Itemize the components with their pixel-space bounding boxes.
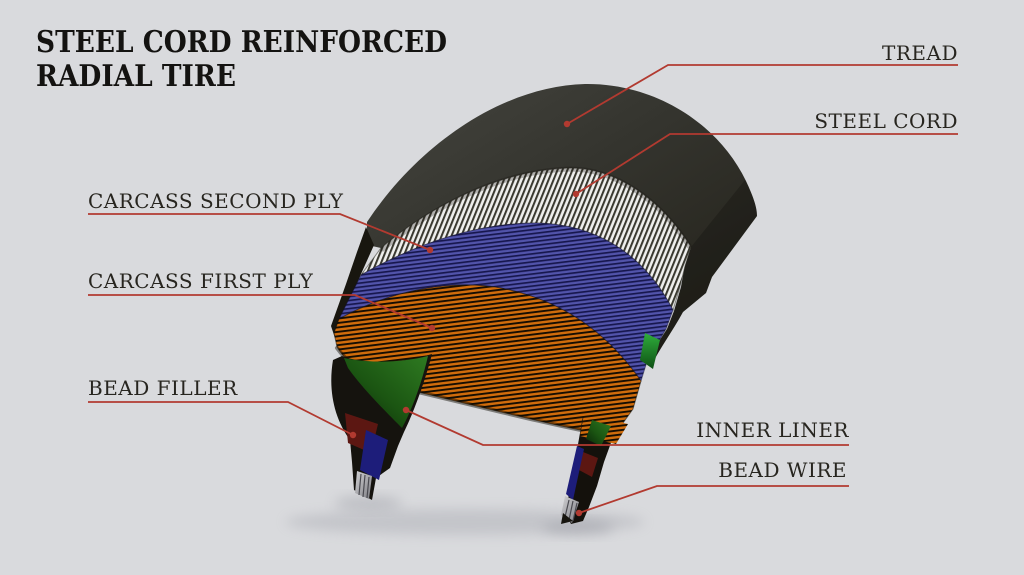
right-bead-blue-wrap — [566, 446, 584, 500]
bead-wire-leader-dot — [575, 509, 583, 517]
bead-filler-leader-line — [88, 401, 354, 436]
page-title-line1: STEEL CORD REINFORCED — [36, 25, 448, 60]
inner-liner-leader-dot — [402, 406, 410, 414]
inner-liner-leader-line — [405, 409, 849, 446]
steel-cord-shadow-under-tread — [380, 166, 692, 252]
label-bead-wire: BEAD WIRE — [718, 458, 847, 482]
bead-wire-leader-line — [578, 485, 849, 514]
bead-wire-left-strands — [358, 473, 370, 499]
label-bead-filler: BEAD FILLER — [88, 376, 238, 400]
label-carcass-second-ply: CARCASS SECOND PLY — [88, 189, 344, 213]
page-title-line2: RADIAL TIRE — [36, 59, 236, 94]
label-tread: TREAD — [882, 41, 958, 65]
tread-layer-shape — [367, 83, 757, 366]
right-bead-section — [561, 414, 628, 524]
tread-leader-dot — [563, 120, 571, 128]
bead-filler-right-shape — [579, 452, 598, 477]
carcass-first-ply-leader-dot — [428, 324, 436, 332]
label-steel-cord: STEEL CORD — [814, 109, 958, 133]
left-bead-section — [331, 354, 432, 500]
bead-wire-right-strands — [564, 499, 578, 522]
inner-liner-right-sliver — [640, 333, 660, 369]
left-bead-blue-wrap — [360, 430, 388, 480]
tread-sidewall-flank-shade — [651, 180, 757, 366]
leader-lines — [88, 64, 958, 514]
leader-dots — [349, 120, 583, 517]
bead-wire-right-tip — [561, 513, 573, 524]
steel-cord-leader-dot — [572, 190, 580, 198]
ground-shadow — [285, 496, 645, 535]
sidewall-rubber-edge — [331, 227, 374, 338]
steel-cord-leader-line — [575, 133, 958, 195]
carcass-first-ply-leader-line — [88, 294, 433, 329]
inner-liner-right-leg — [586, 420, 611, 446]
carcass-second-ply-leader-line — [88, 213, 431, 251]
label-carcass-first-ply: CARCASS FIRST PLY — [88, 269, 314, 293]
tread-leader-line — [566, 64, 958, 125]
bead-filler-leader-dot — [349, 431, 357, 439]
page-title: STEEL CORD REINFORCED RADIAL TIRE — [36, 26, 447, 94]
carcass-second-ply-leader-dot — [426, 246, 434, 254]
label-inner-liner: INNER LINER — [696, 418, 849, 442]
